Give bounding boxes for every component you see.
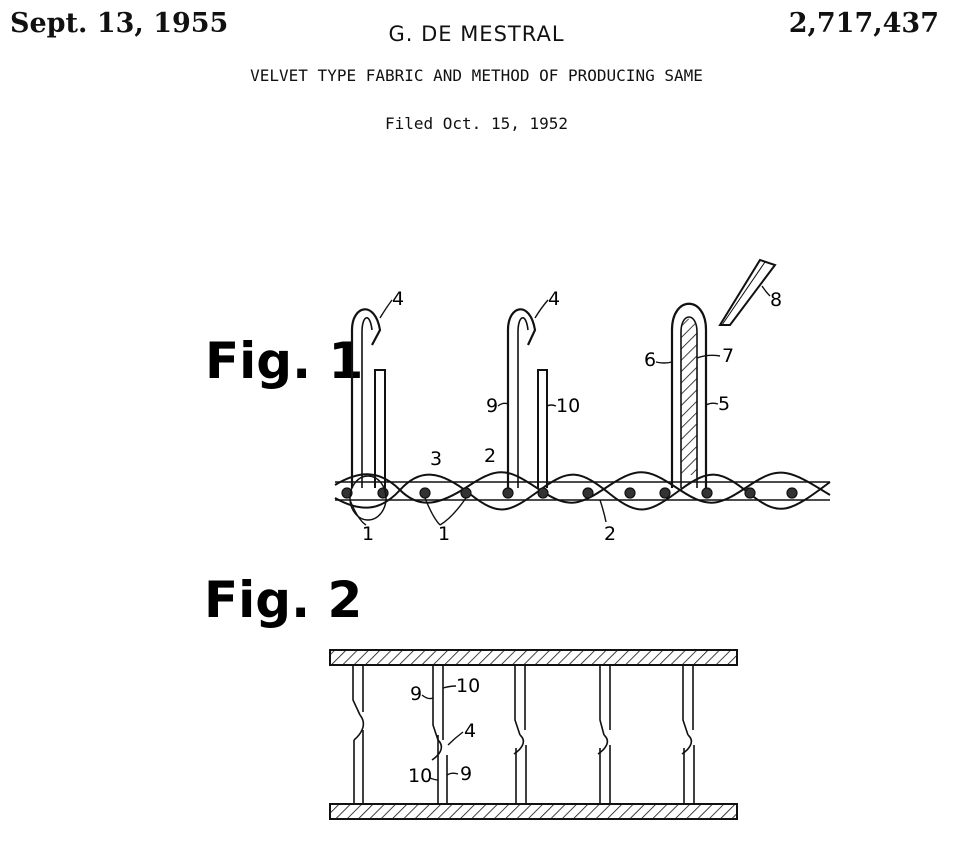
ref-10: 10 xyxy=(556,395,580,417)
ref-9: 9 xyxy=(460,763,472,785)
ref-1: 1 xyxy=(438,523,450,545)
ref-10: 10 xyxy=(408,765,432,787)
ref-3: 3 xyxy=(430,448,442,470)
fig2-reference-numerals: 9 10 4 10 9 xyxy=(408,675,480,787)
fig1-drawing xyxy=(334,258,831,521)
ref-1: 1 xyxy=(362,523,374,545)
ref-9: 9 xyxy=(486,395,498,417)
ref-2: 2 xyxy=(604,523,616,545)
ref-8: 8 xyxy=(770,289,782,311)
fig1-label: Fig. 1 xyxy=(205,332,363,390)
inventor-name: G. DE MESTRAL xyxy=(388,22,565,46)
ref-4: 4 xyxy=(392,288,404,310)
ref-2: 2 xyxy=(484,445,496,467)
ref-9: 9 xyxy=(410,683,422,705)
filing-date: Filed Oct. 15, 1952 xyxy=(384,114,569,133)
patent-date: Sept. 13, 1955 xyxy=(10,8,229,39)
patent-title: VELVET TYPE FABRIC AND METHOD OF PRODUCI… xyxy=(250,66,703,85)
ref-6: 6 xyxy=(644,349,656,371)
ref-10: 10 xyxy=(456,675,480,697)
ref-4: 4 xyxy=(548,288,560,310)
patent-number: 2,717,437 xyxy=(788,8,939,39)
fig2-drawing xyxy=(329,649,738,820)
fig2-label: Fig. 2 xyxy=(204,571,362,629)
fig1-reference-numerals: 4 4 8 6 7 9 10 5 3 2 1 1 2 xyxy=(362,288,782,545)
fig1-leader-lines xyxy=(349,285,771,526)
fig2-leader-lines xyxy=(421,685,464,781)
ref-4: 4 xyxy=(464,720,476,742)
ref-5: 5 xyxy=(718,393,730,415)
ref-7: 7 xyxy=(722,345,734,367)
